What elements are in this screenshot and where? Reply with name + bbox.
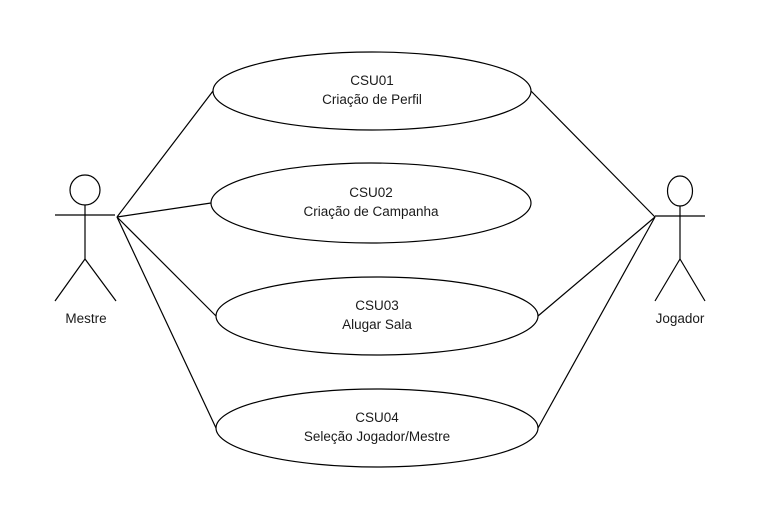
use-case-title: Seleção Jogador/Mestre xyxy=(304,429,450,444)
use-case-title: Alugar Sala xyxy=(342,317,412,332)
use-case-id: CSU03 xyxy=(355,298,399,313)
use-case-csu03[interactable]: CSU03 Alugar Sala xyxy=(215,276,539,356)
use-case-title: Criação de Perfil xyxy=(322,92,422,107)
use-case-id: CSU01 xyxy=(350,73,394,88)
use-case-id: CSU02 xyxy=(349,185,393,200)
association-mestre-csu04 xyxy=(116,216,217,429)
stick-figure-icon xyxy=(654,175,706,302)
association-mestre-csu01 xyxy=(116,90,214,218)
actor-label: Mestre xyxy=(65,311,106,326)
use-case-csu04[interactable]: CSU04 Seleção Jogador/Mestre xyxy=(215,388,539,468)
association-mestre-csu03 xyxy=(116,216,217,317)
actor-mestre[interactable]: Mestre xyxy=(54,174,117,326)
association-jogador-csu01 xyxy=(530,90,656,218)
use-case-title: Criação de Campanha xyxy=(303,204,439,219)
use-case-csu02[interactable]: CSU02 Criação de Campanha xyxy=(210,162,532,244)
actor-jogador[interactable]: Jogador xyxy=(654,175,706,326)
association-jogador-csu03 xyxy=(537,216,656,317)
actor-label: Jogador xyxy=(656,311,705,326)
associations xyxy=(116,90,656,429)
use-case-csu01[interactable]: CSU01 Criação de Perfil xyxy=(212,51,532,131)
association-jogador-csu04 xyxy=(537,216,656,429)
association-mestre-csu02 xyxy=(116,202,212,218)
use-case-id: CSU04 xyxy=(355,410,399,425)
stick-figure-icon xyxy=(54,174,117,302)
